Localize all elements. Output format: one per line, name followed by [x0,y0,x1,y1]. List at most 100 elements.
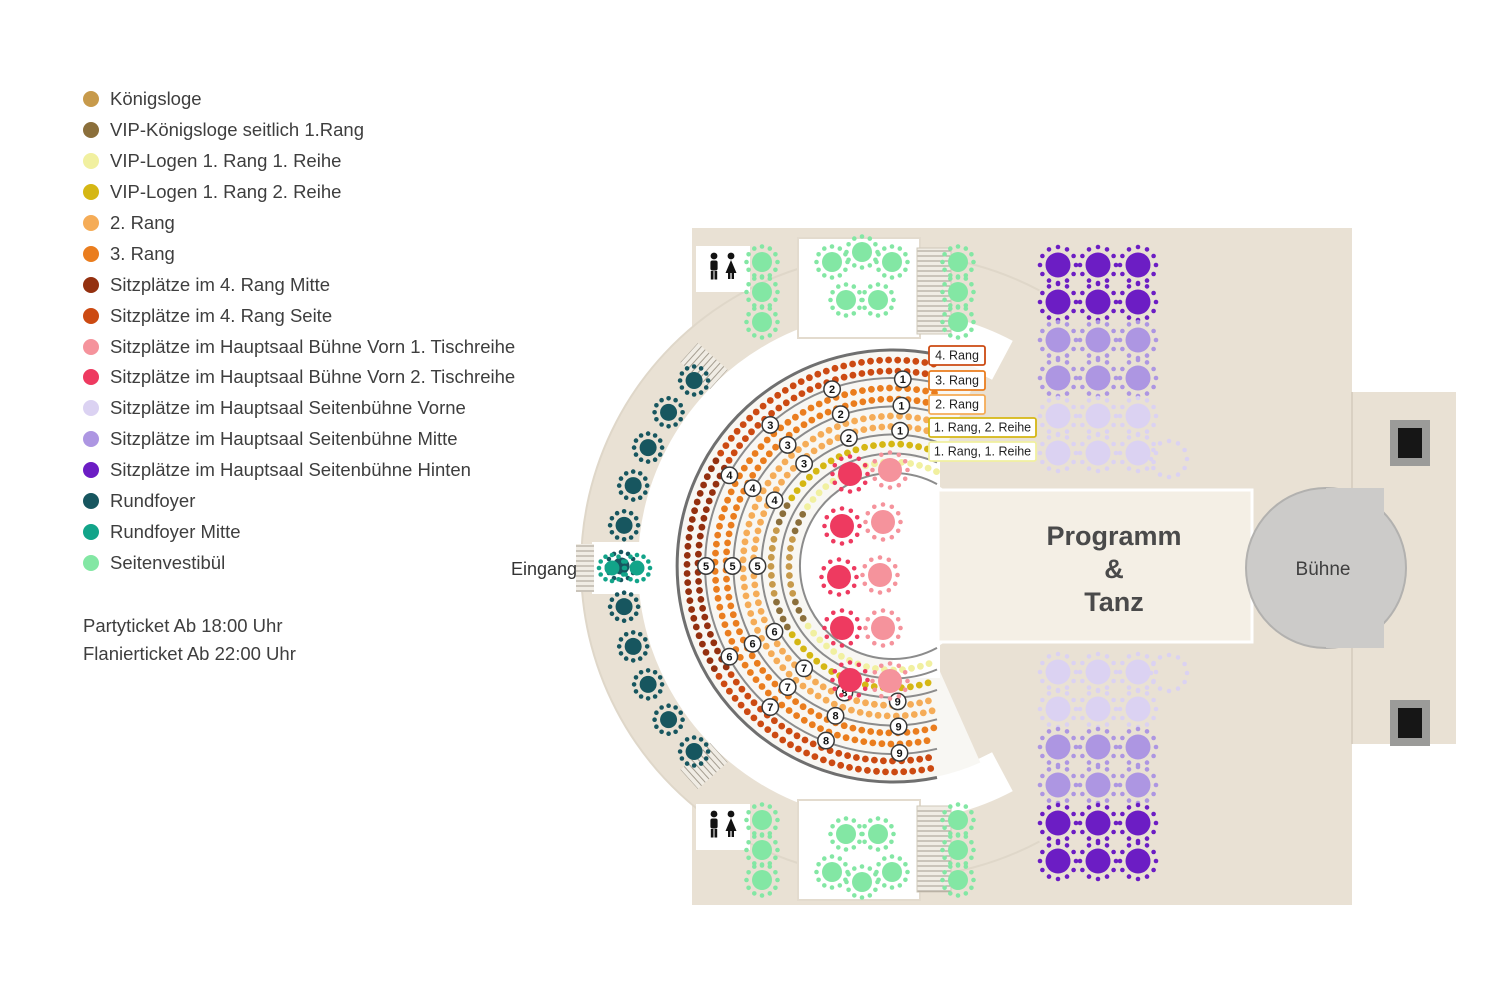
legend-color-dot [83,338,99,355]
seat [925,754,932,762]
seat [886,384,893,392]
seat [905,413,912,421]
seat [727,434,735,442]
seat [823,642,830,650]
seat [864,767,871,774]
seat [793,712,800,719]
seat [751,450,759,457]
seat [688,516,696,523]
seat [712,549,719,557]
program-dance-area [936,488,1254,644]
seat [807,687,814,695]
seat [757,720,765,728]
legend-item-label: Sitzplätze im Hauptsaal Bühne Vorn 2. Ti… [110,366,516,388]
seat [878,423,886,431]
seat [733,427,741,435]
seat [686,597,694,604]
seat [865,710,873,718]
svg-text:8: 8 [841,687,847,699]
seat [693,498,701,506]
seat [930,724,938,732]
seat [736,442,743,449]
table-cluster-seitenvestibuel [940,304,976,340]
table-cluster-seiten_mitte [1037,357,1079,399]
seat [736,628,743,636]
seat [891,768,898,776]
seat [768,544,776,552]
seat [880,701,887,709]
seat [745,520,753,528]
svg-text:7: 7 [801,663,807,675]
center-label-line2: & [1104,554,1124,584]
seat [692,623,700,631]
legend-item-label: Rundfoyer Mitte [110,520,241,542]
seat [789,382,797,390]
legend-item-label: 2. Rang [110,212,175,233]
seat [797,378,805,385]
center-label: Programm & Tanz [1046,521,1181,617]
seat [907,756,914,764]
legend-item-label: VIP-Logen 1. Rang 1. Reihe [110,150,342,172]
section-number-badge: 9 [888,692,907,711]
seat [695,632,703,640]
seat [878,740,886,748]
seat [769,581,776,588]
table-cluster-seiten_mitte [1077,357,1119,399]
seat [730,512,737,520]
seat [727,521,735,529]
seat [851,417,858,425]
seat [697,596,705,603]
seat [820,663,828,670]
seat [789,536,796,543]
seat [807,404,815,412]
seat [869,739,877,747]
seat [696,490,704,497]
table-cluster-vorn1 [870,450,910,490]
seat [701,613,709,621]
table-cluster-vorn2 [822,608,862,648]
table-cluster-seiten_hinten [1037,281,1079,323]
seat [754,464,762,472]
table-cluster-seitenvestibuel [860,816,896,852]
seat [723,548,730,556]
stage-door-leaf [1398,708,1422,738]
table-cluster-rundfoyer [652,703,685,736]
wc-room-top [696,246,750,292]
seat [747,610,755,617]
table-cluster-seiten_hinten [1117,281,1159,323]
seat [753,659,761,667]
svg-text:5: 5 [703,561,709,573]
seat [779,647,786,655]
table-cluster-rundfoyer [616,630,650,663]
table-cluster-seiten_hinten [1037,840,1079,882]
seat [730,449,738,457]
seat [752,536,760,544]
seat [767,650,775,658]
seat [827,457,835,465]
table-cluster-seiten_hinten [1037,802,1079,844]
seat [870,442,877,449]
seat [812,467,820,475]
seat [760,510,768,518]
table-cluster-seiten_vorne [1077,432,1119,474]
seat [862,755,869,763]
seat [834,423,841,431]
seat [861,443,868,451]
seat [787,581,795,588]
legend-item-vip_logen_1_reihe: VIP-Logen 1. Rang 1. Reihe [83,146,515,177]
ring-label: 1. Rang, 2. Reihe [928,417,1037,438]
ticket-line-flanier: Flanierticket Ab 22:00 Uhr [83,643,296,665]
svg-text:4. Rang: 4. Rang [935,349,979,363]
seat [768,410,775,417]
seat [921,370,929,378]
seat [877,396,885,403]
seat [783,471,791,479]
seat [699,604,706,612]
seat [683,552,691,559]
seat [908,664,915,672]
seat [928,707,936,715]
seat [783,623,791,631]
table-cluster-seitenvestibuel [940,802,976,838]
seat [869,414,876,421]
table-cluster-seitenvestibuel [874,854,910,890]
